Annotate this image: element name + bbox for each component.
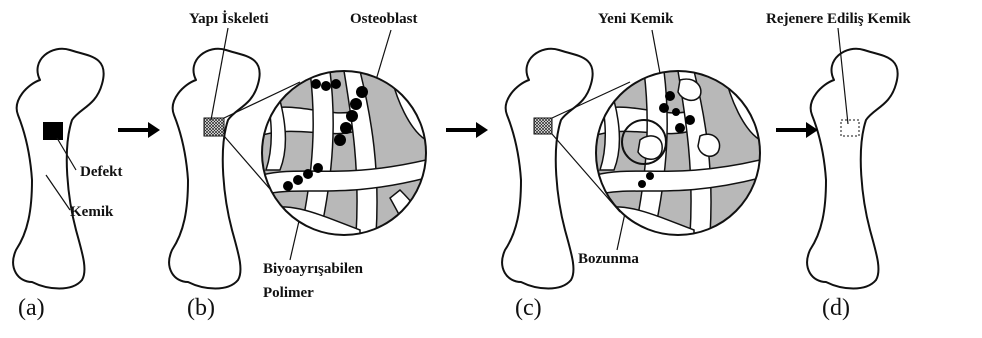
label-bozunma: Bozunma bbox=[578, 252, 639, 267]
panel-label-b: (b) bbox=[187, 296, 215, 320]
scaffold-block bbox=[204, 118, 224, 136]
label-defekt: Defekt bbox=[80, 165, 122, 180]
label-kemik: Kemik bbox=[70, 205, 113, 220]
label-yeni-kemik: Yeni Kemik bbox=[598, 12, 673, 27]
femur-d bbox=[807, 49, 898, 289]
defect-block bbox=[43, 122, 63, 140]
label-rejenere: Rejenere Ediliş Kemik bbox=[766, 12, 911, 27]
label-osteoblast: Osteoblast bbox=[350, 12, 418, 27]
femur-b bbox=[169, 49, 260, 289]
label-yapi-iskeleti: Yapı İskeleti bbox=[189, 12, 269, 27]
label-polimer: Polimer bbox=[263, 286, 314, 301]
panel-label-c: (c) bbox=[515, 296, 542, 320]
panel-label-a: (a) bbox=[18, 296, 45, 320]
label-biyoayrisabilen: Biyoayrışabilen bbox=[263, 262, 363, 277]
panel-label-d: (d) bbox=[822, 296, 850, 320]
scaffold-block-c bbox=[534, 118, 552, 134]
